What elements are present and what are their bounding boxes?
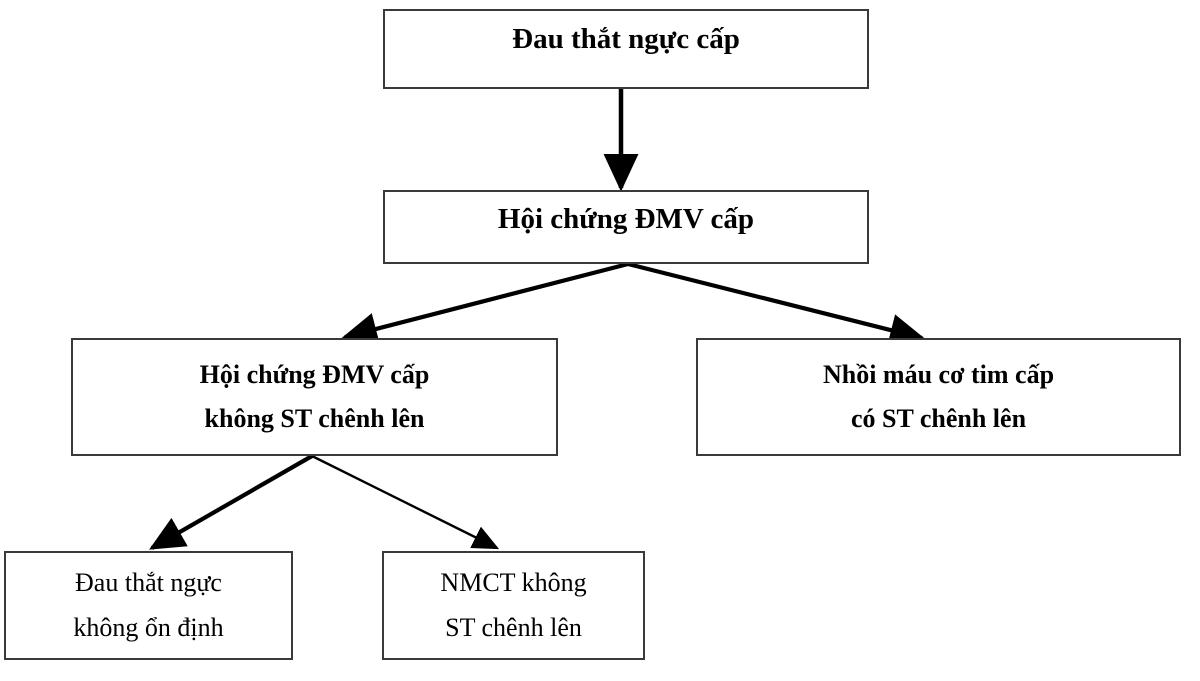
edge-acs-to-stemi (627, 261, 926, 347)
node-nste-acs: Hội chứng ĐMV cấp không ST chênh lên (71, 338, 558, 456)
edge-nsteacs-to-nstemi (311, 454, 500, 550)
node-label-line: Đau thắt ngực cấp (512, 23, 740, 55)
node-label-line: Nhồi máu cơ tim cấp (822, 359, 1055, 389)
node-label-line: Hội chứng ĐMV cấp (199, 359, 430, 389)
node-label-line: không ổn định (73, 612, 224, 642)
edge-acs-to-nsteacs (341, 261, 629, 345)
node-label-line: không ST chênh lên (204, 404, 425, 433)
node-label-line: ST chênh lên (445, 612, 582, 642)
node-nstemi: NMCT không ST chênh lên (382, 551, 645, 660)
node-unstable-angina: Đau thắt ngực không ổn định (4, 551, 293, 660)
node-label-line: có ST chênh lên (850, 404, 1027, 433)
node-acute-coronary-syndrome: Hội chứng ĐMV cấp (383, 190, 869, 264)
node-label-line: Đau thắt ngực (75, 568, 222, 598)
edge-nsteacs-to-ua (149, 454, 314, 550)
node-acute-chest-pain: Đau thắt ngực cấp (383, 9, 869, 89)
node-label-line: Hội chứng ĐMV cấp (497, 203, 755, 235)
node-label-line: NMCT không (440, 568, 587, 598)
node-stemi: Nhồi máu cơ tim cấp có ST chênh lên (696, 338, 1181, 456)
